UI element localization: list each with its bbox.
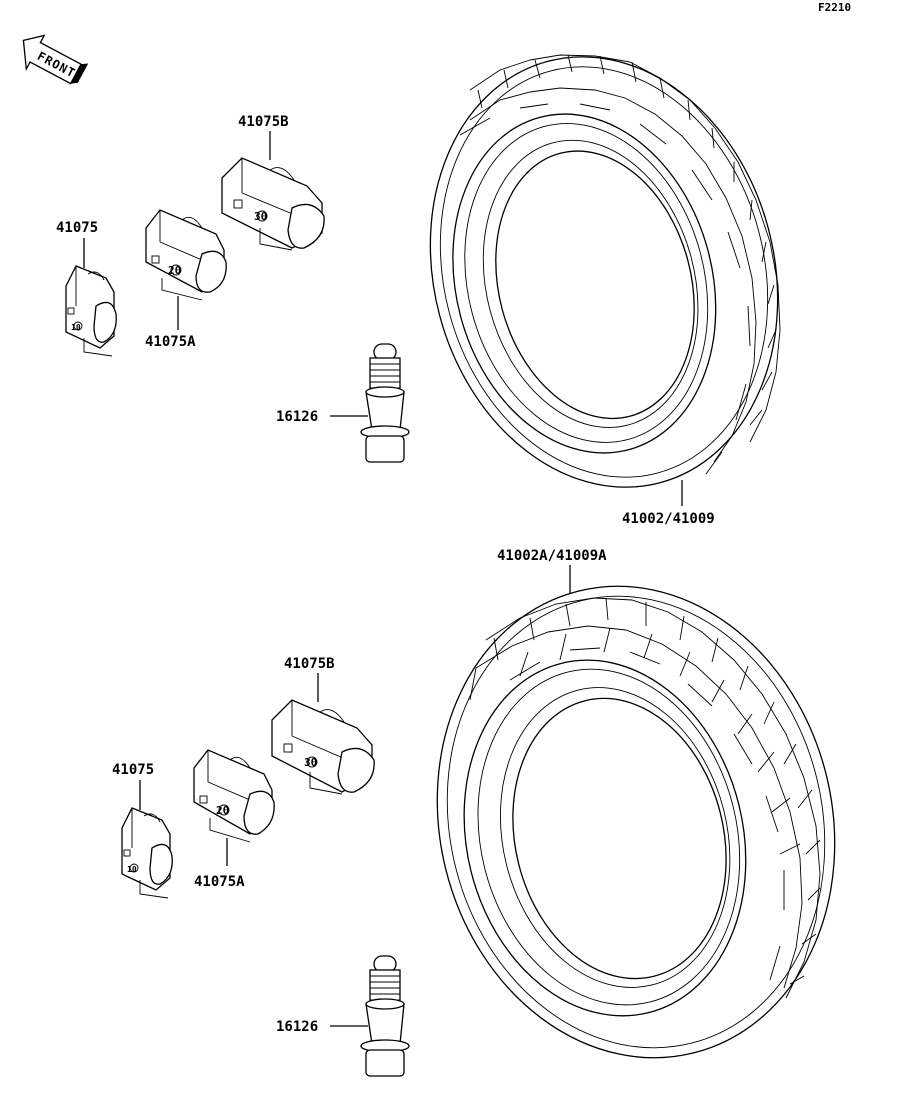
rear-tire-tread	[469, 597, 821, 999]
front-tire	[429, 54, 781, 488]
front-weight-large-label: 41075B	[238, 114, 289, 130]
rear-weight-small-mark: 10	[127, 865, 137, 874]
front-weight-large-mark: 30	[254, 210, 267, 223]
rear-tire	[436, 585, 836, 1059]
front-tire-tread	[459, 54, 781, 475]
rear-weight-large-mark: 30	[304, 756, 317, 769]
rear-valve-label: 16126	[276, 1019, 318, 1035]
front-direction-arrow-icon: FRONT	[22, 34, 89, 85]
diagram-code: F2210	[818, 1, 851, 14]
rear-weight-medium-label: 41075A	[194, 874, 245, 890]
rear-weight-large-label: 41075B	[284, 656, 335, 672]
front-valve-label: 16126	[276, 409, 318, 425]
rear-balance-weight-large: 30	[271, 699, 375, 795]
front-balance-weight-large: 30	[221, 157, 325, 251]
front-balance-weight-medium: 20	[145, 209, 227, 301]
rear-balance-weight-small: 10	[121, 807, 173, 899]
front-weight-medium-mark: 20	[168, 264, 181, 277]
front-weight-small-label: 41075	[56, 220, 98, 236]
rear-tire-label: 41002A/41009A	[497, 548, 607, 564]
rear-weight-medium-mark: 20	[216, 804, 229, 817]
front-tire-label: 41002/41009	[622, 511, 715, 527]
front-weight-small-mark: 10	[71, 323, 81, 332]
rear-balance-weight-medium: 20	[193, 749, 275, 843]
rear-tire-valve	[360, 955, 410, 1077]
front-weight-medium-label: 41075A	[145, 334, 196, 350]
rear-weight-small-label: 41075	[112, 762, 154, 778]
front-tire-valve	[360, 343, 410, 463]
front-balance-weight-small: 10	[65, 265, 117, 357]
